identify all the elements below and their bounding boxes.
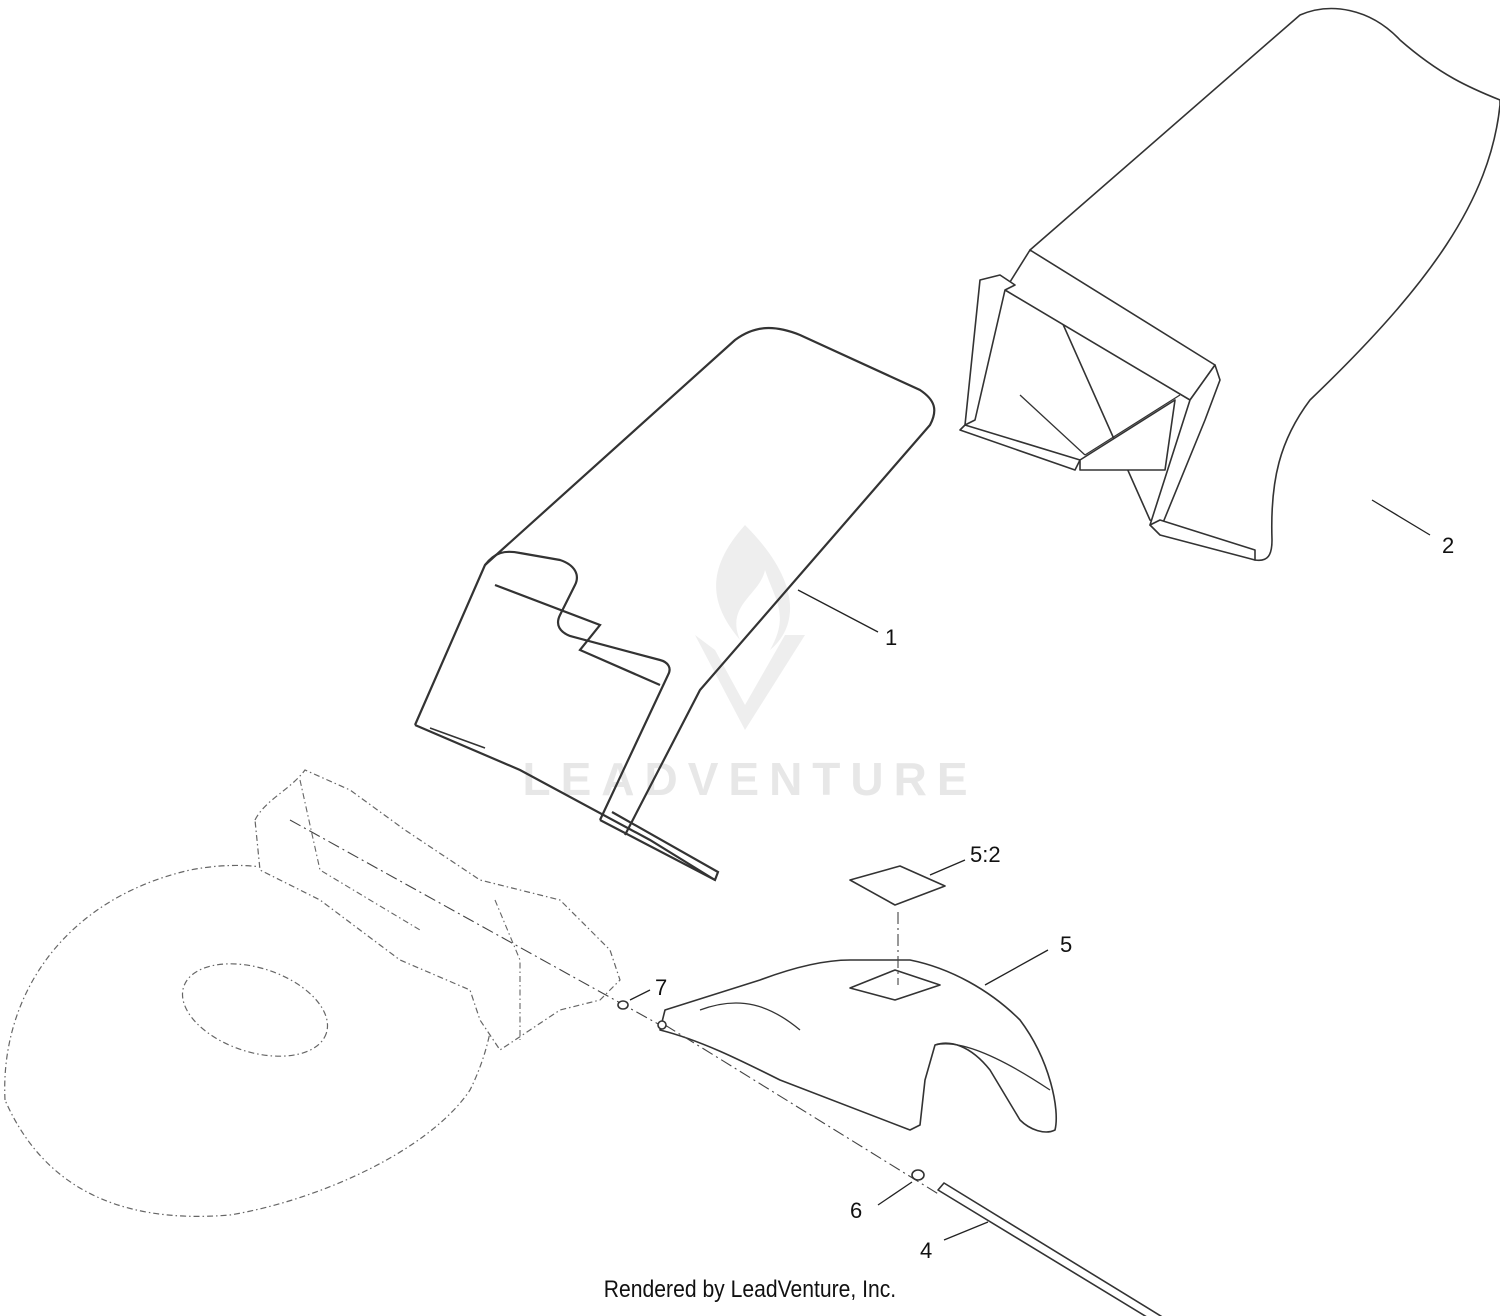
- callout-7: 7: [655, 975, 667, 1000]
- bag-frame-part-1: [413, 326, 936, 882]
- washer-part-6: [911, 1169, 925, 1181]
- leader-5-2: [929, 859, 966, 876]
- leader-2: [1371, 499, 1431, 536]
- callout-2: 2: [1442, 533, 1454, 558]
- watermark-v-logo-icon: [695, 635, 805, 730]
- decal-part-5-2: [849, 865, 946, 985]
- callout-5-2: 5:2: [970, 842, 1001, 867]
- watermark-flame-icon: [716, 525, 791, 650]
- washer-part-7: [617, 1000, 629, 1010]
- leader-4: [943, 1221, 989, 1241]
- leader-7: [629, 989, 651, 1001]
- watermark: LEADVENTURE: [522, 525, 977, 805]
- callout-5: 5: [1060, 932, 1072, 957]
- grass-bag-part-2: [959, 7, 1500, 562]
- leader-5: [984, 949, 1049, 986]
- leader-6: [877, 1181, 913, 1206]
- footer-credit: Rendered by LeadVenture, Inc.: [603, 1276, 897, 1303]
- callout-4: 4: [920, 1238, 932, 1263]
- callout-6: 6: [850, 1198, 862, 1223]
- rod-part-4: [617, 1000, 1163, 1316]
- callout-1: 1: [885, 625, 897, 650]
- decal-area: [849, 969, 941, 1001]
- chute-part-5: [659, 959, 1058, 1133]
- mower-deck-ghost: [4, 769, 661, 1217]
- watermark-text: LEADVENTURE: [522, 753, 977, 805]
- leader-1: [797, 589, 879, 633]
